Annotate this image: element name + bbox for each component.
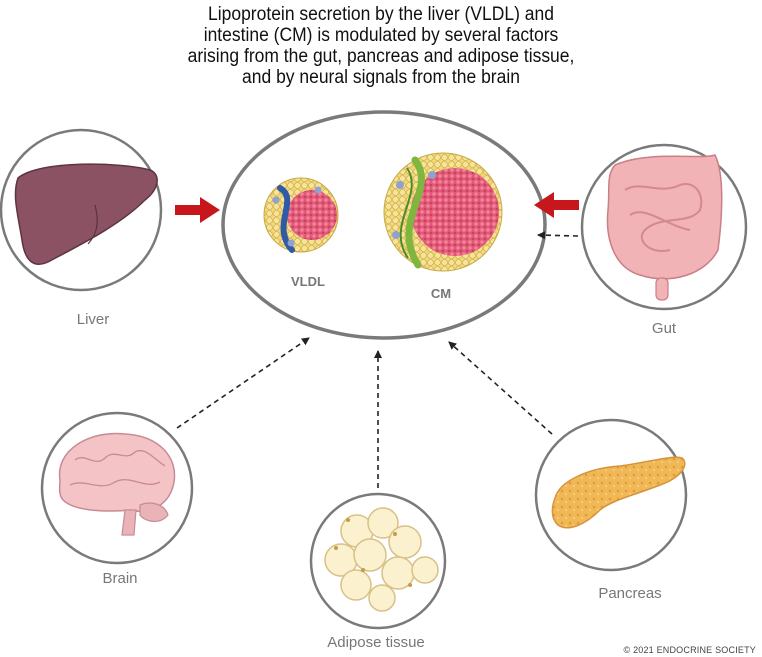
- cm-label: CM: [431, 286, 451, 301]
- gut-dashed-arrow: [537, 231, 579, 240]
- title-line-4: and by neural signals from the brain: [242, 67, 520, 88]
- brain-label: Brain: [102, 570, 137, 587]
- liver-shape: [14, 163, 158, 265]
- copyright-notice: © 2021 ENDOCRINE SOCIETY: [623, 645, 756, 655]
- brain-organ: [40, 411, 194, 565]
- vldl-label: VLDL: [291, 274, 325, 289]
- cm-particle: [383, 152, 503, 272]
- gut-to-center-arrow: [534, 192, 579, 218]
- liver-label: Liver: [77, 311, 110, 328]
- pancreas-dashed-arrow: [448, 341, 553, 435]
- adipose-organ: [309, 492, 447, 630]
- adipose-cells: [324, 507, 439, 612]
- diagram-title: Lipoprotein secretion by the liver (VLDL…: [0, 4, 762, 88]
- gut-organ: [580, 143, 748, 311]
- pancreas-shape: [551, 456, 686, 529]
- brain-dashed-arrow: [176, 337, 310, 429]
- adipose-label: Adipose tissue: [327, 634, 425, 651]
- liver-organ: [0, 128, 163, 292]
- pancreas-label: Pancreas: [598, 585, 661, 602]
- gut-label: Gut: [652, 320, 677, 337]
- title-line-1: Lipoprotein secretion by the liver (VLDL…: [208, 4, 554, 25]
- title-line-3: arising from the gut, pancreas and adipo…: [187, 46, 575, 67]
- title-line-2: intestine (CM) is modulated by several f…: [203, 25, 559, 46]
- gut-shape: [606, 154, 723, 280]
- vldl-particle: [263, 177, 339, 253]
- pancreas-organ: [534, 418, 688, 572]
- liver-to-center-arrow: [175, 197, 220, 223]
- brain-shape: [58, 432, 176, 512]
